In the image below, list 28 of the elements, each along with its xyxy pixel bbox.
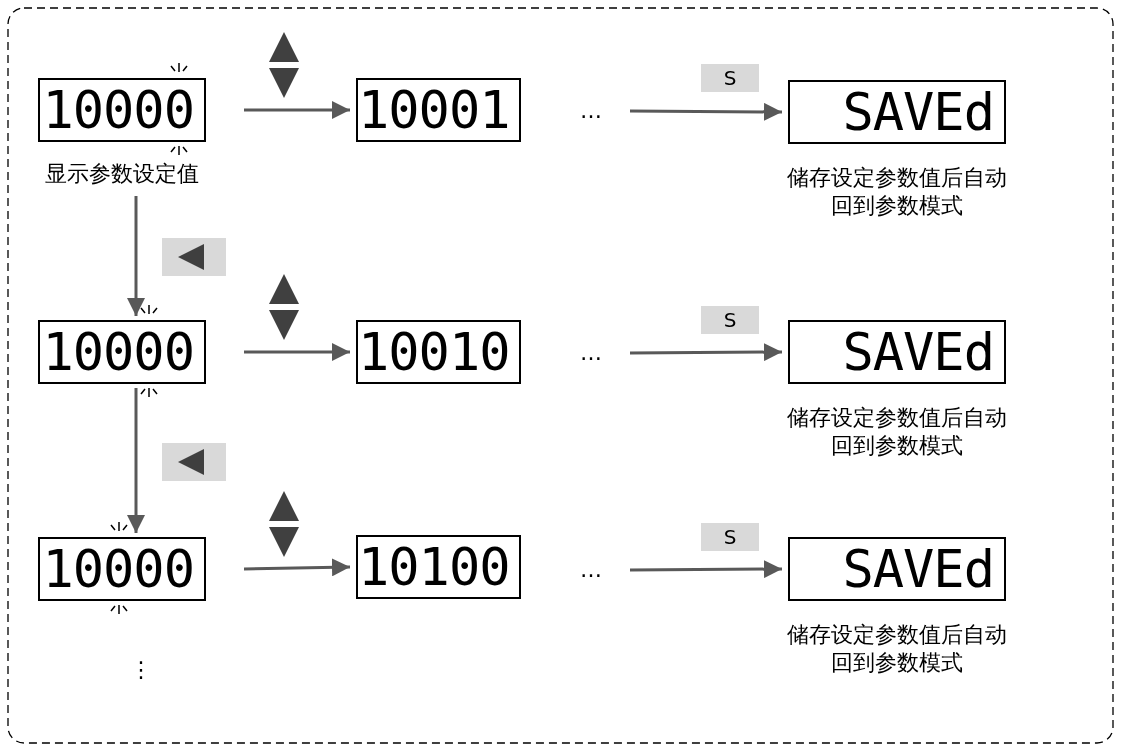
arrow xyxy=(127,196,145,316)
arrow xyxy=(244,343,350,361)
segment-display: 10010 xyxy=(356,320,521,384)
caption-text: 储存设定参数值后自动回到参数模式 xyxy=(786,621,1008,677)
arrow xyxy=(127,388,145,533)
caption-text: 储存设定参数值后自动回到参数模式 xyxy=(786,404,1008,460)
segment-display: SAVEd xyxy=(788,80,1006,144)
vertical-ellipsis: ⋮ xyxy=(130,656,152,684)
arrow xyxy=(244,101,350,119)
ellipsis-text: … xyxy=(580,556,602,584)
caption-text: 储存设定参数值后自动回到参数模式 xyxy=(786,164,1008,220)
key-label: S xyxy=(701,64,759,92)
key-label: S xyxy=(701,306,759,334)
segment-display: 10001 xyxy=(356,78,521,142)
segment-display: SAVEd xyxy=(788,537,1006,601)
ellipsis-text: … xyxy=(580,97,602,125)
ellipsis-text: … xyxy=(580,339,602,367)
segment-display: 10000 xyxy=(38,537,206,601)
segment-display: 10000 xyxy=(38,78,206,142)
arrow xyxy=(243,558,351,577)
caption-text: 显示参数设定值 xyxy=(45,160,199,188)
segment-display: 10000 xyxy=(38,320,206,384)
arrow xyxy=(630,343,782,362)
segment-display: 10100 xyxy=(356,535,521,599)
arrow xyxy=(630,560,782,579)
segment-display: SAVEd xyxy=(788,320,1006,384)
key-label: S xyxy=(701,523,759,551)
arrow xyxy=(630,102,782,121)
